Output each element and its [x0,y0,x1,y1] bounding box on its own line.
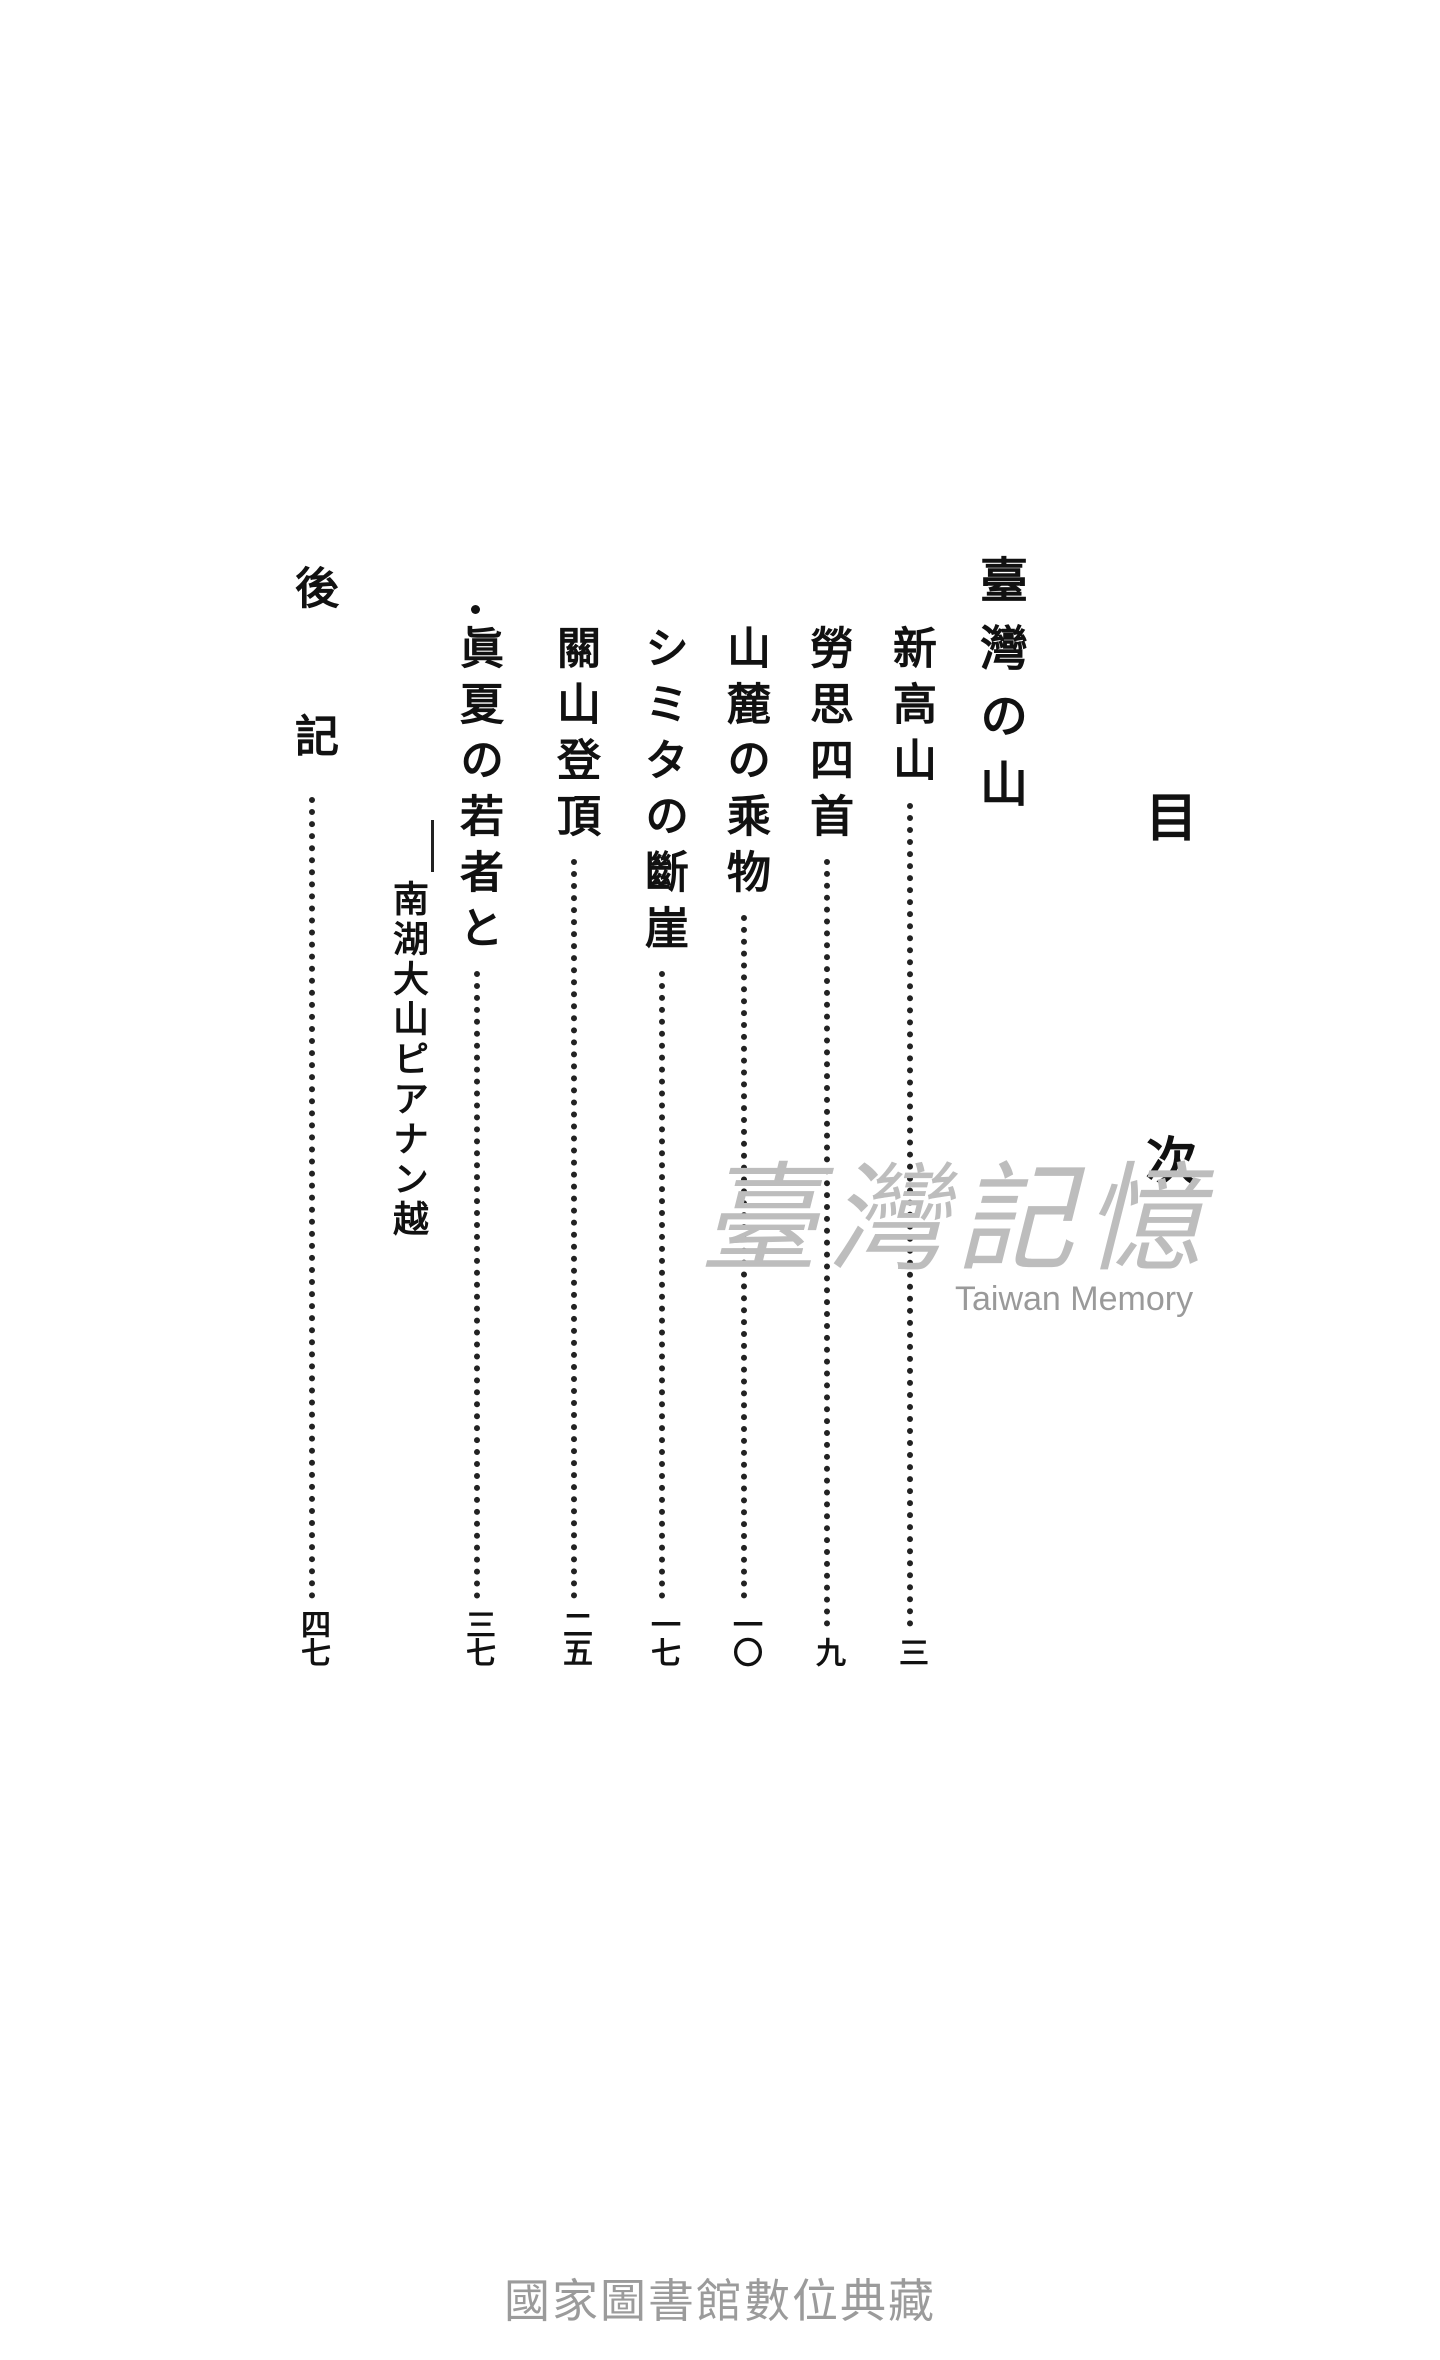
watermark-cjk: 臺灣記憶 [700,1150,1213,1288]
toc-entry: 眞夏の若者と 三七 [452,625,503,1665]
toc-entry: シミタの斷崖 一七 [637,625,688,1665]
leader-dots [659,971,665,1599]
entry-subtitle: 南湖大山ピアナン越 [382,820,434,1240]
toc-entry-label: シミタの斷崖 [637,625,688,961]
part-title: 臺灣の山 [971,555,1027,827]
toc-entry-label: 勞思四首 [802,625,853,849]
toc-entry-label: 後 記 [287,565,338,787]
footer-collection-label: 國家圖書館數位典藏 [504,2275,936,2327]
toc-entry: 關山登頂 二五 [549,625,600,1665]
leader-dots [474,971,480,1599]
toc-entry: 山麓の乘物 一〇 [719,625,770,1665]
leader-dots [309,797,315,1599]
watermark-logo: 臺灣記憶 Taiwan Memory [700,1160,1212,1319]
toc-entry-label: 眞夏の若者と [452,625,503,961]
toc-entry-page: 一七 [645,1609,680,1665]
toc-entry-page: 一〇 [727,1609,762,1665]
dash-mark [431,820,434,872]
toc-entry: 新高山 三 [885,625,936,1665]
toc-entry-page: 三七 [460,1609,495,1665]
toc-entry: 後 記 四七 [287,565,338,1665]
toc-entry-label: 關山登頂 [549,625,600,849]
leader-dots [741,915,747,1599]
toc-entry-page: 九 [810,1637,845,1665]
leader-dots [824,859,830,1627]
bullet-dot [471,605,480,614]
toc-title: 目 次 [1136,790,1197,1306]
watermark-english: Taiwan Memory [955,1280,1194,1318]
toc-entry-label: 新高山 [885,625,936,793]
toc-entry-page: 三 [893,1637,928,1665]
toc-entry-label: 山麓の乘物 [719,625,770,905]
subtitle-text: 南湖大山ピアナン越 [387,880,429,1240]
leader-dots [907,803,913,1627]
toc-entry: 勞思四首 九 [802,625,853,1665]
toc-entry-page: 二五 [557,1609,592,1665]
toc-entry-page: 四七 [295,1609,330,1665]
leader-dots [571,859,577,1599]
